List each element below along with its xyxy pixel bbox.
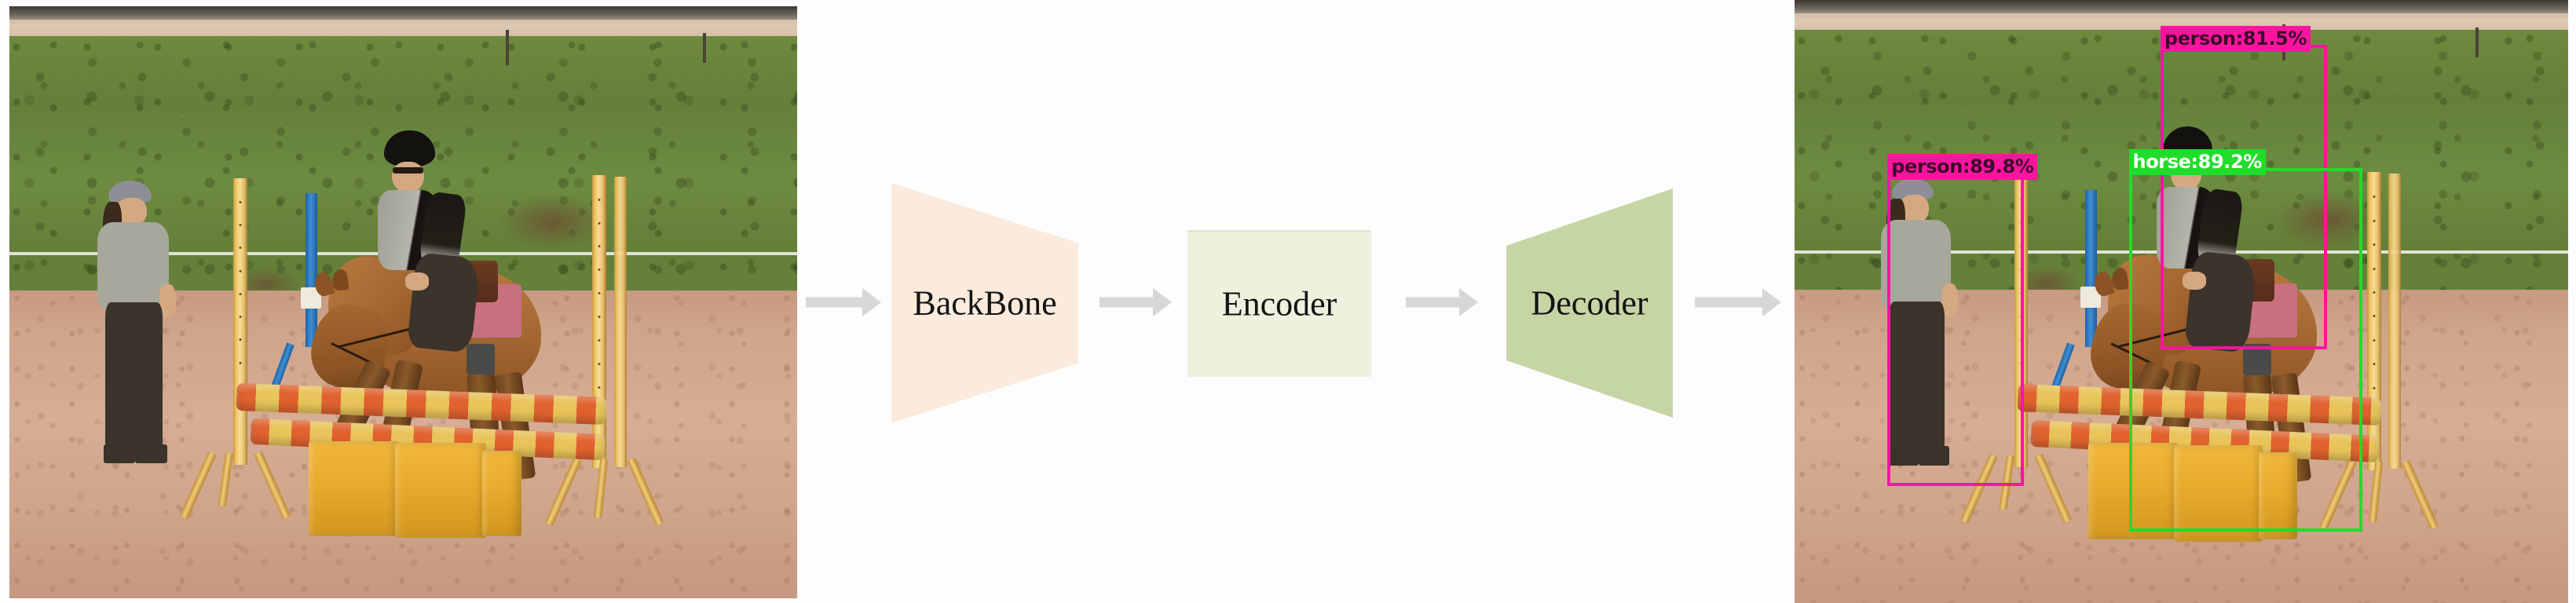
rider-helmet <box>384 130 435 166</box>
arrow-input-to-backbone <box>806 287 881 318</box>
woman-shoe <box>104 444 136 464</box>
stage-decoder[interactable]: Decoder <box>1506 188 1673 418</box>
woman-shoe <box>1918 446 1949 466</box>
woman-shirt <box>97 222 169 309</box>
blue-pole <box>306 192 318 347</box>
stage-encoder[interactable]: Encoder <box>1187 230 1371 377</box>
jump-filler-block <box>395 443 486 539</box>
background-far-band <box>9 6 797 20</box>
woman-hand <box>1941 283 1958 317</box>
arrow-backbone-to-encoder <box>1100 287 1172 318</box>
woman-hand <box>159 284 176 317</box>
detection-box-person-rider[interactable]: person:81.5% <box>2160 25 2327 349</box>
jump-filler-block <box>2259 452 2298 540</box>
jump-standard-right-back <box>614 177 628 467</box>
fence-post <box>702 32 706 63</box>
stage-backbone[interactable]: BackBone <box>891 183 1078 423</box>
fence-post <box>505 30 509 66</box>
jump-standard-right-back <box>2388 174 2402 470</box>
rider-hand <box>404 272 429 291</box>
jump-standard-right <box>2366 171 2381 471</box>
detection-label-person-rider: person:81.5% <box>2160 25 2311 52</box>
arrow-encoder-to-decoder <box>1406 287 1478 318</box>
decoder-label: Decoder <box>1531 283 1648 323</box>
input-image <box>9 6 797 598</box>
jump-filler-block <box>481 450 521 536</box>
encoder-label: Encoder <box>1221 284 1337 323</box>
jump-filler-block <box>309 441 400 536</box>
background-far-band <box>1795 0 2568 13</box>
fence-post <box>2475 27 2479 57</box>
woman-shirt <box>1881 220 1951 308</box>
woman-trousers <box>1889 302 1945 452</box>
rider-sunglasses <box>393 167 423 174</box>
rider-leg <box>406 251 481 353</box>
encoder-shape <box>1187 230 1371 377</box>
rider-hand <box>2183 271 2207 290</box>
jump-standard-right <box>592 174 607 469</box>
rider-face <box>392 161 424 194</box>
arrow-decoder-to-output <box>1695 287 1781 318</box>
jump-filler-block <box>2173 444 2263 542</box>
woman-shoe <box>1887 446 1919 466</box>
detection-box-horse[interactable]: horse:89.2% <box>2128 149 2362 532</box>
detection-label-person-ground: person:89.8% <box>1887 153 2038 180</box>
woman-trousers <box>105 302 163 451</box>
jump-standard-left <box>232 177 247 466</box>
output-image: person:89.8% person:81.5% horse:89.2% <box>1795 0 2568 603</box>
blue-pole <box>2085 189 2098 347</box>
rider-boot-stirrup <box>466 343 495 375</box>
backbone-label: BackBone <box>913 283 1057 323</box>
woman-shoe <box>135 444 167 464</box>
detection-label-horse: horse:89.2% <box>2128 149 2266 176</box>
detection-box-person-ground[interactable]: person:89.8% <box>1887 153 2038 486</box>
jump-filler-block <box>2088 443 2178 540</box>
